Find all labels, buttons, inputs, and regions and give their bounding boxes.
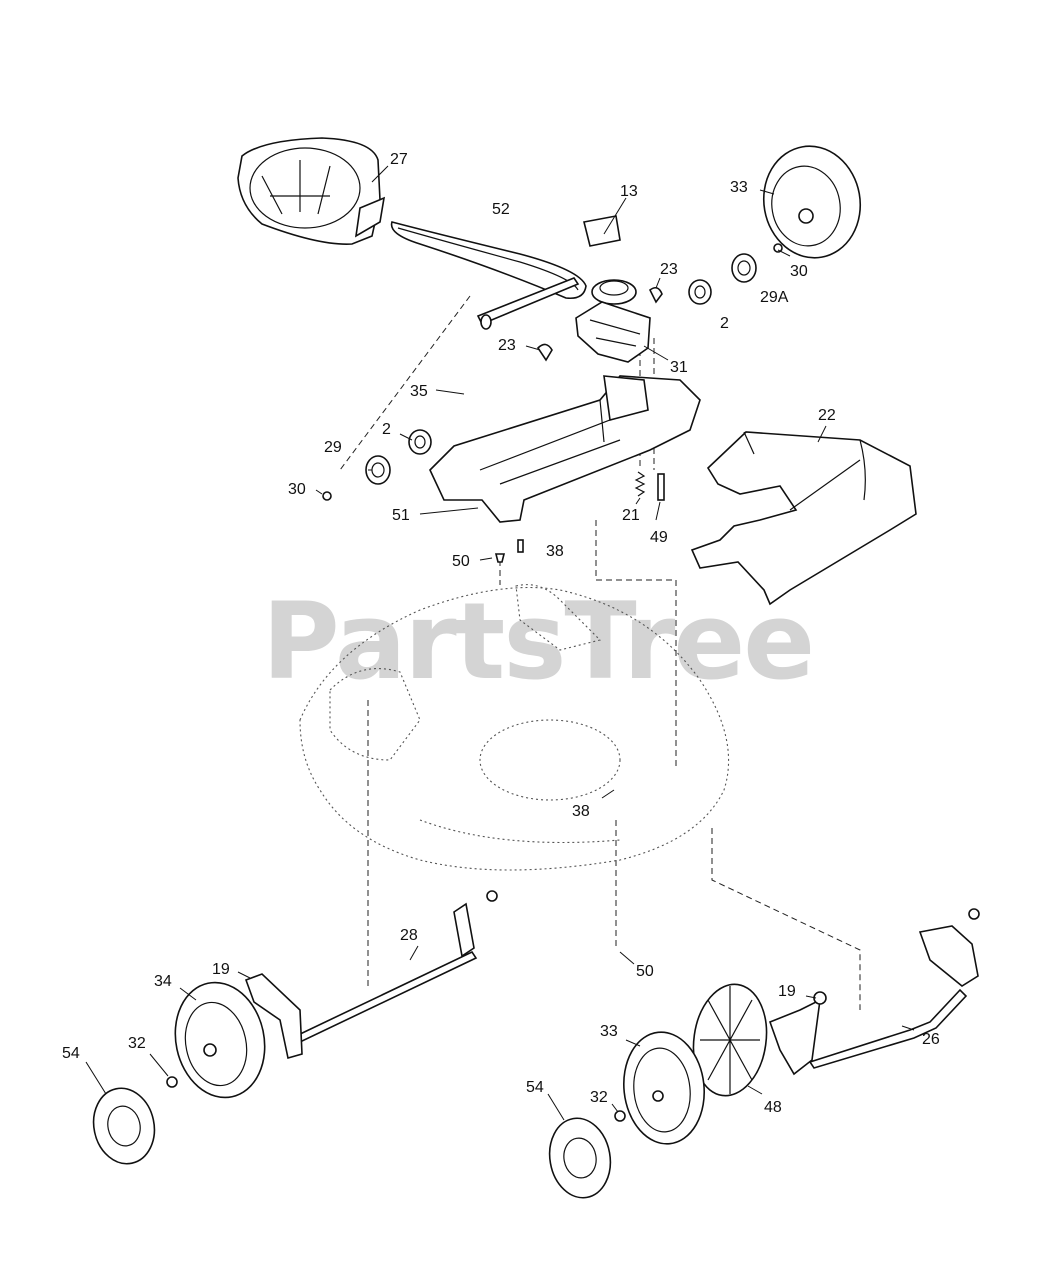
wheel-33-bottom bbox=[622, 1031, 706, 1145]
axle-35 bbox=[476, 277, 580, 330]
rear-guard-27 bbox=[237, 137, 386, 245]
callout-52: 52 bbox=[492, 201, 510, 218]
callout-38: 38 bbox=[572, 803, 590, 820]
wheel-33-top bbox=[762, 145, 862, 259]
callout-22: 22 bbox=[818, 407, 836, 424]
assembly-lines bbox=[339, 295, 861, 1010]
callout-21: 21 bbox=[622, 507, 640, 524]
callout-35: 35 bbox=[410, 383, 428, 400]
callout-2: 2 bbox=[382, 421, 391, 438]
height-adjuster-left bbox=[244, 973, 303, 1060]
callout-50: 50 bbox=[452, 553, 470, 570]
callout-50: 50 bbox=[636, 963, 654, 980]
washer-30-left bbox=[322, 491, 332, 501]
hubcap-54-right bbox=[548, 1117, 612, 1199]
callout-29A: 29A bbox=[760, 289, 789, 306]
callout-28: 28 bbox=[400, 927, 418, 944]
callout-labels: 27 52 13 33 30 29A 23 2 23 31 35 22 2 29… bbox=[62, 151, 940, 1116]
callout-31: 31 bbox=[670, 359, 688, 376]
screws-50-38 bbox=[494, 539, 524, 563]
callout-32: 32 bbox=[128, 1035, 146, 1052]
callout-26: 26 bbox=[922, 1031, 940, 1048]
callout-27: 27 bbox=[390, 151, 408, 168]
callout-34: 34 bbox=[154, 973, 172, 990]
gear-2-right bbox=[688, 279, 712, 305]
washer-30-right bbox=[773, 243, 783, 253]
callout-49: 49 bbox=[650, 529, 668, 546]
nut-32-left bbox=[166, 1076, 178, 1088]
callout-33: 33 bbox=[600, 1023, 618, 1040]
leader-lines bbox=[85, 165, 915, 1121]
nut-32-right bbox=[614, 1110, 626, 1122]
pin-49 bbox=[657, 473, 665, 501]
callout-48: 48 bbox=[764, 1099, 782, 1116]
transmission-31 bbox=[575, 215, 651, 363]
callout-2: 2 bbox=[720, 315, 729, 332]
front-axle-26 bbox=[808, 908, 980, 1069]
drive-housing-51 bbox=[429, 375, 701, 523]
hubcap-54-left bbox=[92, 1087, 156, 1165]
callout-13: 13 bbox=[620, 183, 638, 200]
cover-22 bbox=[690, 431, 917, 606]
spring-21 bbox=[634, 471, 646, 497]
callout-51: 51 bbox=[392, 507, 410, 524]
mower-deck bbox=[299, 584, 730, 871]
callout-33: 33 bbox=[730, 179, 748, 196]
callout-29: 29 bbox=[324, 439, 342, 456]
callout-54: 54 bbox=[62, 1045, 80, 1062]
callout-54: 54 bbox=[526, 1079, 544, 1096]
watermark: PartsTree bbox=[262, 580, 813, 703]
wheel-hub-48 bbox=[692, 983, 768, 1097]
clips-23 bbox=[536, 286, 663, 362]
callout-19: 19 bbox=[778, 983, 796, 1000]
callout-23: 23 bbox=[498, 337, 516, 354]
gear-29 bbox=[365, 455, 391, 485]
wheel-34 bbox=[174, 981, 266, 1099]
callout-30: 30 bbox=[790, 263, 808, 280]
height-adjuster-right bbox=[768, 991, 827, 1076]
rear-axle-28 bbox=[294, 890, 498, 1044]
callout-30: 30 bbox=[288, 481, 306, 498]
callout-19: 19 bbox=[212, 961, 230, 978]
callout-32: 32 bbox=[590, 1089, 608, 1106]
gear-29A bbox=[731, 253, 757, 283]
callout-38: 38 bbox=[546, 543, 564, 560]
gear-2-left bbox=[408, 429, 432, 455]
callout-23: 23 bbox=[660, 261, 678, 278]
